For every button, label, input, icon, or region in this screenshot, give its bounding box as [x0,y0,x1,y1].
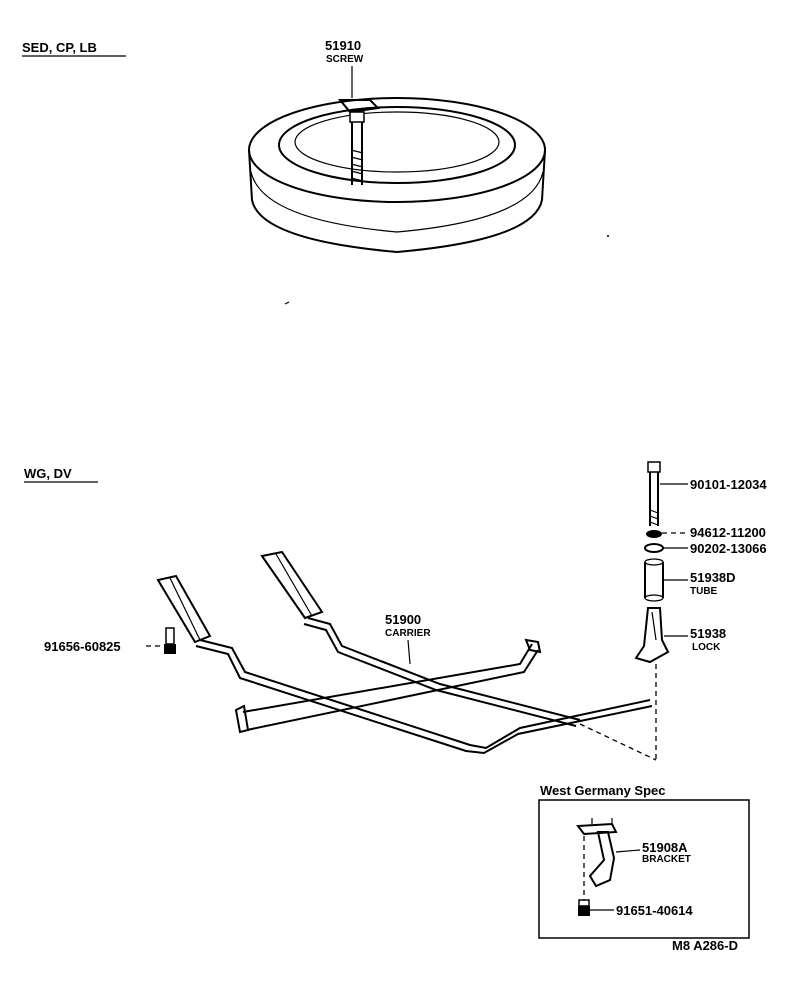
carrier-frame [156,550,653,755]
bolt-bracket [578,899,590,916]
part-number-91656-60825: 91656-60825 [44,639,121,654]
lock-part [634,607,670,664]
bolt-left [164,627,176,654]
part-number-94612-11200: 94612-11200 [690,525,766,540]
part-name-carrier: CARRIER [385,628,431,639]
spare-tire [248,97,546,254]
carrier-leader [407,639,411,665]
stray-mark [284,301,290,305]
section-label-sed-cp-lb: SED, CP, LB [22,40,97,55]
part-number-91651-40614: 91651-40614 [616,903,693,918]
part-number-90101-12034: 90101-12034 [690,477,767,492]
part-number-51938d: 51938D [690,570,736,585]
part-name-screw: SCREW [326,54,364,65]
inset-title: West Germany Spec [540,783,665,798]
part-name-lock: LOCK [692,642,721,653]
bracket-leader [615,849,641,853]
screw-part [337,99,381,185]
figure-code: M8 A286-D [672,938,738,953]
part-number-51908a: 51908A [642,840,688,855]
section-label-wg-dv: WG, DV [24,466,72,481]
part-name-tube: TUBE [690,586,718,597]
part-number-51910: 51910 [325,38,361,53]
washer-1 [646,530,662,538]
carrier-to-lock-line [579,723,657,761]
part-name-bracket: BRACKET [642,854,691,865]
bolt-top [647,461,661,526]
part-number-51900: 51900 [385,612,421,627]
part-number-51938: 51938 [690,626,726,641]
part-number-90202-13066: 90202-13066 [690,541,767,556]
tube-part [644,558,664,602]
washer-2 [644,543,664,553]
stray-dot [607,235,609,237]
bracket-part [576,818,618,888]
inset-box [538,799,750,939]
